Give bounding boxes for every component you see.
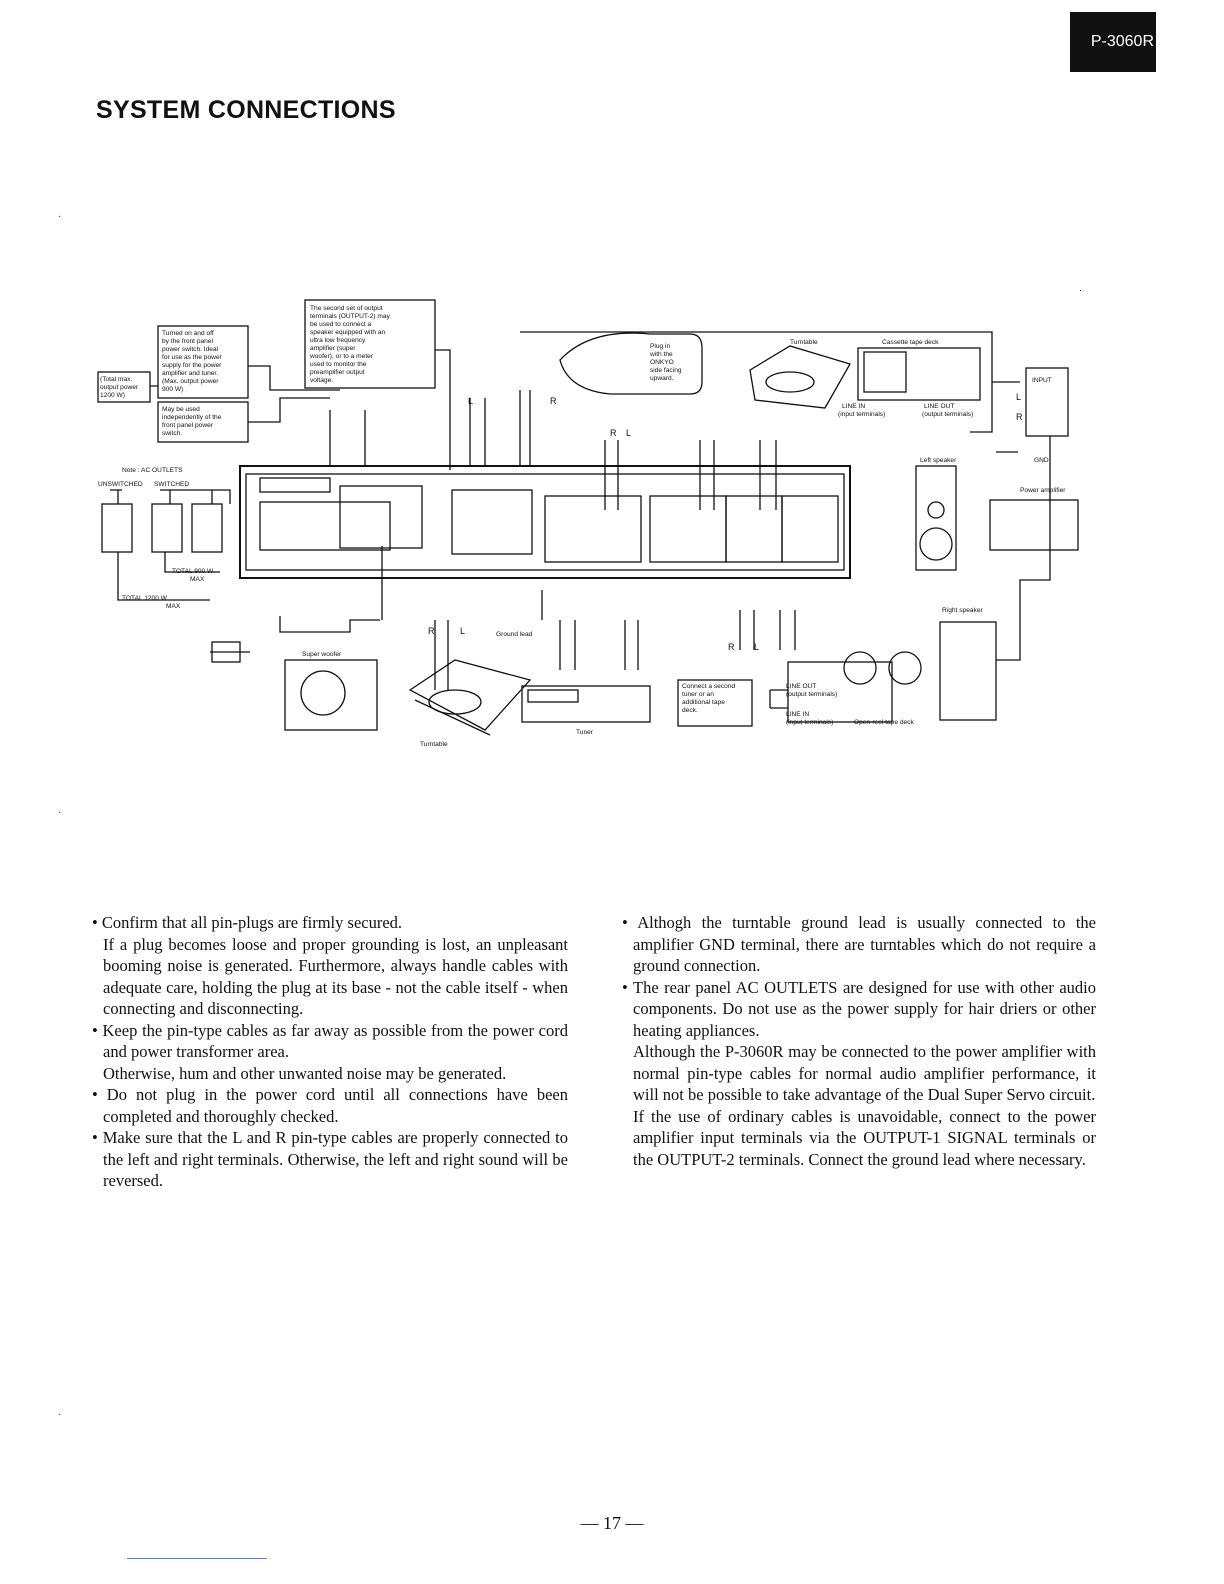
power-switch-note-line: by the front panel bbox=[162, 338, 213, 345]
total-max-note-line: output power bbox=[100, 384, 139, 391]
total-max-note-line: 1200 W) bbox=[100, 392, 125, 399]
independent-note-line: independently of the bbox=[162, 414, 222, 421]
switched-label: SWITCHED bbox=[154, 481, 189, 488]
gnd-label: GND bbox=[1034, 457, 1049, 464]
second-tuner-note-line: additional tape bbox=[682, 699, 725, 706]
second-tuner-note-line: deck. bbox=[682, 707, 698, 714]
paragraph: • Keep the pin-type cables as far away a… bbox=[92, 1020, 568, 1062]
channel-l-label: L bbox=[460, 626, 465, 636]
page-title: SYSTEM CONNECTIONS bbox=[96, 96, 396, 124]
system-connections-diagram: The second set of output terminals (OUTP… bbox=[97, 290, 1081, 748]
right-speaker-label: Right speaker bbox=[942, 607, 983, 614]
line-out-top-label: LINE OUT bbox=[924, 403, 954, 410]
power-switch-note-line: 900 W) bbox=[162, 386, 183, 393]
turntable-top-label: Turntable bbox=[790, 339, 818, 346]
total-1200-label: TOTAL 1200 W bbox=[122, 595, 168, 602]
left-column: • Confirm that all pin-plugs are firmly … bbox=[92, 912, 568, 1192]
ground-lead-label: Ground lead bbox=[496, 631, 533, 638]
model-tab: P-3060R bbox=[1070, 12, 1156, 72]
paragraph: • Althogh the turntable ground lead is u… bbox=[622, 913, 1096, 975]
paragraph: Although the P-3060R may be connected to… bbox=[633, 1042, 1096, 1104]
input-label: INPUT bbox=[1032, 377, 1052, 384]
line-out-top-sub: (output terminals) bbox=[922, 411, 973, 418]
line-out-bottom-label: LINE OUT bbox=[786, 683, 816, 690]
total-1200-max: MAX bbox=[166, 603, 181, 610]
output2-note-line: voltage. bbox=[310, 377, 333, 384]
tuner-label: Tuner bbox=[576, 729, 594, 736]
output2-note-line: amplifier (super bbox=[310, 345, 356, 352]
channel-r-label: R bbox=[610, 428, 617, 438]
output2-note-line: used to monitor the bbox=[310, 361, 367, 368]
paragraph: • Do not plug in the power cord until al… bbox=[92, 1085, 568, 1126]
output2-note-line: be used to connect a bbox=[310, 321, 372, 328]
margin-mark: · bbox=[58, 808, 62, 819]
output2-note-line: The second set of output bbox=[310, 305, 383, 312]
channel-l-label: L bbox=[1016, 392, 1021, 402]
plug-note-line: ONKYO bbox=[650, 359, 674, 366]
power-amplifier-label: Power amplifier bbox=[1020, 487, 1066, 494]
left-speaker-label: Left speaker bbox=[920, 457, 957, 464]
page-number: — 17 — bbox=[580, 1513, 644, 1533]
second-tuner-note-line: Connect a second bbox=[682, 683, 735, 690]
total-900-label: TOTAL 900 W bbox=[172, 568, 214, 575]
channel-r-label: R bbox=[728, 642, 735, 652]
line-in-top-label: LINE IN bbox=[842, 403, 865, 410]
power-switch-note-line: Turned on and off bbox=[162, 330, 214, 337]
power-switch-note-line: for use as the power bbox=[162, 354, 223, 361]
right-column: • Althogh the turntable ground lead is u… bbox=[622, 912, 1096, 1170]
paragraph: If a plug becomes loose and proper groun… bbox=[103, 934, 568, 1019]
ac-outlets-note: Note : AC OUTLETS bbox=[122, 467, 183, 474]
channel-l-label: L bbox=[468, 396, 473, 406]
paragraph: • Confirm that all pin-plugs are firmly … bbox=[92, 913, 403, 932]
independent-note-line: switch. bbox=[162, 430, 182, 437]
line-in-top-sub: (input terminals) bbox=[838, 411, 885, 418]
output2-note-line: terminals (OUTPUT-2) may bbox=[310, 313, 391, 320]
total-max-note-box bbox=[97, 371, 151, 403]
output2-note-line: speaker equipped with an bbox=[310, 329, 385, 336]
turntable-bottom-label: Turntable bbox=[420, 741, 448, 748]
unswitched-label: UNSWITCHED bbox=[98, 481, 143, 488]
total-max-note-line: (Total max. bbox=[100, 376, 132, 383]
second-tuner-note-line: tuner or an bbox=[682, 691, 714, 698]
output2-note-box bbox=[304, 299, 436, 389]
super-woofer-label: Super woofer bbox=[302, 651, 342, 658]
total-900-max: MAX bbox=[190, 576, 205, 583]
plug-note-line: side facing bbox=[650, 367, 682, 374]
margin-mark: · bbox=[58, 1410, 62, 1421]
line-out-bottom-sub: (output terminals) bbox=[786, 691, 837, 698]
channel-l-label: L bbox=[626, 428, 631, 438]
line-in-bottom-sub: (input terminals) bbox=[786, 719, 833, 726]
power-switch-note-line: amplifier and tuner. bbox=[162, 370, 218, 377]
plug-note-line: with the bbox=[649, 351, 673, 358]
channel-l-label: L bbox=[754, 642, 759, 652]
cassette-label: Cassette tape deck bbox=[882, 339, 939, 346]
footer-line bbox=[127, 1558, 267, 1559]
paragraph: Otherwise, hum and other unwanted noise … bbox=[103, 1063, 507, 1083]
open-reel-label: Open-reel tape deck bbox=[854, 719, 914, 726]
independent-note-line: front panel power bbox=[162, 422, 214, 429]
paragraph: If the use of ordinary cables is unavoid… bbox=[633, 1106, 1096, 1169]
independent-note-line: May be used bbox=[162, 406, 200, 413]
channel-r-label: R bbox=[1016, 412, 1023, 422]
margin-mark: · bbox=[58, 212, 62, 223]
power-switch-note-line: (Max. output power bbox=[162, 378, 219, 385]
plug-note-line: upward. bbox=[650, 375, 674, 382]
channel-r-label: R bbox=[428, 626, 435, 636]
paragraph: • The rear panel AC OUTLETS are designed… bbox=[622, 977, 1096, 1040]
output2-note-line: preamplifier output bbox=[310, 369, 365, 376]
power-switch-note-box bbox=[157, 325, 249, 399]
paragraph: • Make sure that the L and R pin-type ca… bbox=[92, 1128, 568, 1190]
channel-r-label: R bbox=[550, 396, 557, 406]
line-in-bottom-label: LINE IN bbox=[786, 711, 809, 718]
power-switch-note-line: power switch. Ideal bbox=[162, 346, 219, 353]
power-switch-note-line: supply for the power bbox=[162, 362, 222, 369]
output2-note-line: ultra low frequency bbox=[310, 337, 366, 344]
plug-note-line: Plug in bbox=[650, 343, 670, 350]
output2-note-line: woofer), or to a meter bbox=[309, 353, 374, 360]
